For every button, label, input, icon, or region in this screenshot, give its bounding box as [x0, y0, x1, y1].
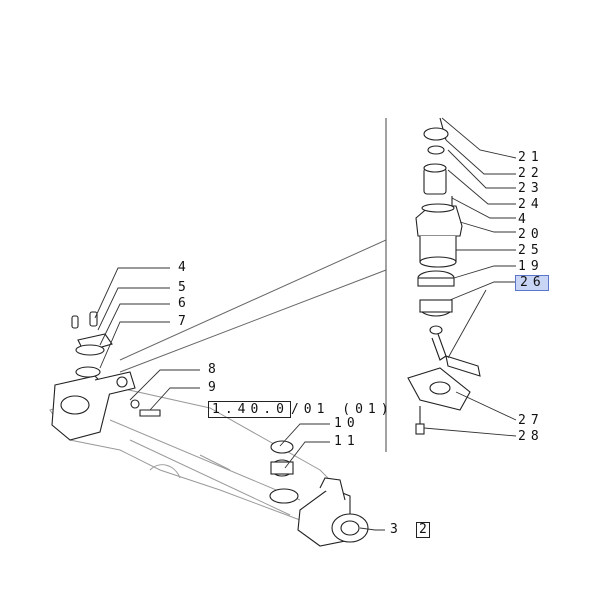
sensor-assembly	[407, 117, 481, 435]
callout-21: 21	[518, 150, 544, 165]
axle-housing-outline	[49, 387, 351, 541]
callout-4-left: 4	[178, 260, 191, 275]
projection-line-upper	[119, 239, 387, 361]
callout-10: 10	[334, 416, 360, 431]
callout-22: 22	[518, 166, 544, 181]
callout-11: 11	[334, 434, 360, 449]
callout-2-boxed: 2	[416, 522, 430, 538]
callout-5: 5	[178, 280, 191, 295]
callout-7: 7	[178, 314, 191, 329]
callout-24: 24	[518, 197, 544, 212]
callout-3: 3	[390, 522, 403, 537]
projection-line-lower	[119, 269, 387, 373]
callout-23: 23	[518, 181, 544, 196]
callout-25: 25	[518, 243, 544, 258]
bushing-parts	[269, 440, 299, 504]
callout-9: 9	[208, 380, 221, 395]
callout-26-highlighted[interactable]: 26	[515, 275, 549, 291]
wheel-hub	[297, 477, 369, 547]
reference-code-boxed[interactable]: 1.40.0	[208, 401, 291, 418]
callout-20: 20	[518, 227, 544, 242]
callout-27: 27	[518, 413, 544, 428]
callout-8: 8	[208, 362, 221, 377]
steering-knuckle	[51, 371, 136, 441]
reference-label: 1.40.0/01 (01)	[208, 401, 394, 418]
callout-19: 19	[518, 259, 544, 274]
callout-6: 6	[178, 296, 191, 311]
callout-4-right: 4	[518, 212, 531, 227]
reference-suffix: /01 (01)	[290, 402, 394, 417]
leader-lines	[94, 117, 517, 531]
callout-28: 28	[518, 429, 544, 444]
